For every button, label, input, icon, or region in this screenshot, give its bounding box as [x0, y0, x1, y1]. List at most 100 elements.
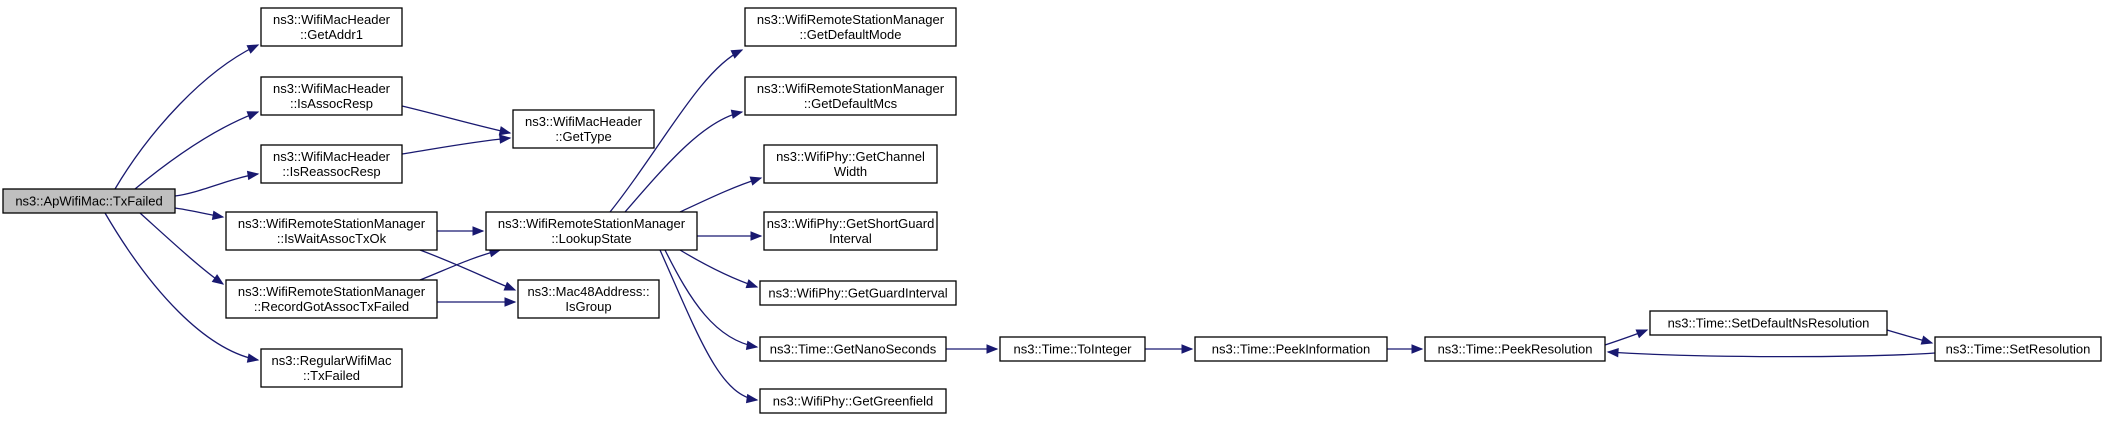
node-box [759, 388, 947, 414]
arrowhead-icon [246, 44, 260, 54]
node-box [1424, 336, 1606, 362]
node-label-line: ns3::WifiPhy::GetGuardInterval [768, 286, 947, 301]
node-label-line: ns3::Time::SetResolution [1946, 342, 2091, 357]
arrowhead-icon [749, 176, 763, 186]
node-getdefaultmcs[interactable]: ns3::WifiRemoteStationManager::GetDefaul… [744, 76, 957, 116]
edge-txfailed-to-isassocresp [134, 111, 260, 190]
edge-line [114, 44, 259, 190]
edge-lookupstate-to-getdefaultmode [609, 49, 744, 213]
edge-line [664, 249, 758, 348]
edge-lookupstate-to-getnanoseconds [664, 249, 759, 350]
node-label-line: ::GetAddr1 [300, 27, 363, 42]
node-getdefaultmode[interactable]: ns3::WifiRemoteStationManager::GetDefaul… [744, 7, 957, 47]
arrowhead-icon [503, 281, 517, 291]
edge-getnanoseconds-to-tointeger [946, 344, 999, 354]
node-label-line: Width [834, 164, 867, 179]
node-label-line: ns3::Time::SetDefaultNsResolution [1668, 316, 1870, 331]
node-getguardinterval[interactable]: ns3::WifiPhy::GetGuardInterval [759, 280, 957, 306]
edge-lookupstate-to-getshortguardinterval [697, 231, 763, 241]
node-label-line: IsGroup [565, 299, 611, 314]
node-label-line: ns3::WifiMacHeader [273, 81, 391, 96]
node-label-line: ::IsWaitAssocTxOk [277, 231, 387, 246]
node-getgreenfield[interactable]: ns3::WifiPhy::GetGreenfield [759, 388, 947, 414]
edge-isassocresp-to-gettype [401, 105, 512, 136]
edge-line [1607, 351, 1936, 358]
nodes-layer: ns3::ApWifiMac::TxFailed ns3::WifiMacHead… [2, 7, 2102, 414]
node-txfailed[interactable]: ns3::ApWifiMac::TxFailed [2, 188, 176, 214]
node-label-line: ns3::WifiRemoteStationManager [238, 284, 426, 299]
node-iswaitassoctxok[interactable]: ns3::WifiRemoteStationManager::IsWaitAss… [225, 211, 438, 251]
node-label-line: ns3::WifiRemoteStationManager [238, 216, 426, 231]
edge-setdefaultnsresolution-to-setresolution [1886, 329, 1934, 345]
arrowhead-icon [246, 170, 260, 181]
node-box [744, 7, 957, 47]
node-box [225, 211, 438, 251]
node-box [1934, 336, 2102, 362]
arrowhead-icon [504, 297, 517, 307]
node-label-line: ns3::WifiRemoteStationManager [757, 81, 945, 96]
edge-line [174, 173, 259, 197]
edge-line [659, 249, 758, 401]
node-box [512, 109, 655, 149]
node-getnanoseconds[interactable]: ns3::Time::GetNanoSeconds [759, 336, 947, 362]
node-box [763, 211, 938, 251]
node-box [1649, 310, 1888, 336]
arrowhead-icon [1606, 347, 1619, 358]
edge-line [679, 249, 758, 288]
arrowhead-icon [730, 49, 744, 59]
node-getaddr1[interactable]: ns3::WifiMacHeader::GetAddr1 [260, 7, 403, 47]
edge-recordgotassoctxfailed-to-isgroup [437, 297, 517, 307]
edge-peekinformation-to-peekresolution [1387, 344, 1424, 354]
arrowhead-icon [1411, 344, 1424, 354]
node-box [260, 144, 403, 184]
node-box [999, 336, 1146, 362]
node-label-line: ns3::Time::ToInteger [1013, 342, 1132, 357]
node-setresolution[interactable]: ns3::Time::SetResolution [1934, 336, 2102, 362]
edge-lookupstate-to-getguardinterval [679, 249, 759, 289]
node-gettype[interactable]: ns3::WifiMacHeader::GetType [512, 109, 655, 149]
node-isreassocresp[interactable]: ns3::WifiMacHeader::IsReassocResp [260, 144, 403, 184]
node-box [517, 279, 660, 319]
arrowhead-icon [750, 231, 763, 241]
node-label-line: ::IsAssocResp [290, 96, 373, 111]
arrowhead-icon [211, 274, 225, 285]
arrowhead-icon [499, 134, 512, 144]
node-lookupstate[interactable]: ns3::WifiRemoteStationManager::LookupSta… [485, 211, 698, 251]
node-regularwifimac_txfailed[interactable]: ns3::RegularWifiMac::TxFailed [260, 348, 403, 388]
node-box [759, 336, 947, 362]
node-label-line: ns3::WifiPhy::GetGreenfield [773, 394, 933, 409]
arrowhead-icon [211, 210, 225, 220]
node-label-line: ns3::ApWifiMac::TxFailed [15, 194, 162, 209]
arrowhead-icon [986, 344, 999, 354]
node-box [260, 348, 403, 388]
node-label-line: ns3::WifiMacHeader [273, 12, 391, 27]
arrowhead-icon [246, 111, 260, 121]
arrowhead-icon [246, 353, 260, 363]
node-recordgotassoctxfailed[interactable]: ns3::WifiRemoteStationManager::RecordGot… [225, 279, 438, 319]
edge-peekresolution-to-setdefaultnsresolution [1604, 329, 1649, 346]
node-label-line: ::TxFailed [303, 368, 360, 383]
arrowhead-icon [745, 340, 759, 350]
edge-isreassocresp-to-gettype [401, 134, 512, 155]
node-peekinformation[interactable]: ns3::Time::PeekInformation [1194, 336, 1388, 362]
node-label-line: ns3::Time::PeekResolution [1438, 342, 1593, 357]
node-peekresolution[interactable]: ns3::Time::PeekResolution [1424, 336, 1606, 362]
node-box [1194, 336, 1388, 362]
node-box [225, 279, 438, 319]
node-box [485, 211, 698, 251]
arrowhead-icon [745, 279, 759, 289]
edge-lookupstate-to-getdefaultmcs [624, 109, 744, 213]
edge-line [401, 105, 511, 134]
edge-line [679, 177, 762, 213]
node-label-line: ::IsReassocResp [282, 164, 380, 179]
node-box [744, 76, 957, 116]
node-isassocresp[interactable]: ns3::WifiMacHeader::IsAssocResp [260, 76, 403, 116]
node-isgroup[interactable]: ns3::Mac48Address::IsGroup [517, 279, 660, 319]
node-setdefaultnsresolution[interactable]: ns3::Time::SetDefaultNsResolution [1649, 310, 1888, 336]
edge-line [401, 137, 511, 155]
node-tointeger[interactable]: ns3::Time::ToInteger [999, 336, 1146, 362]
node-label-line: ns3::WifiRemoteStationManager [757, 12, 945, 27]
